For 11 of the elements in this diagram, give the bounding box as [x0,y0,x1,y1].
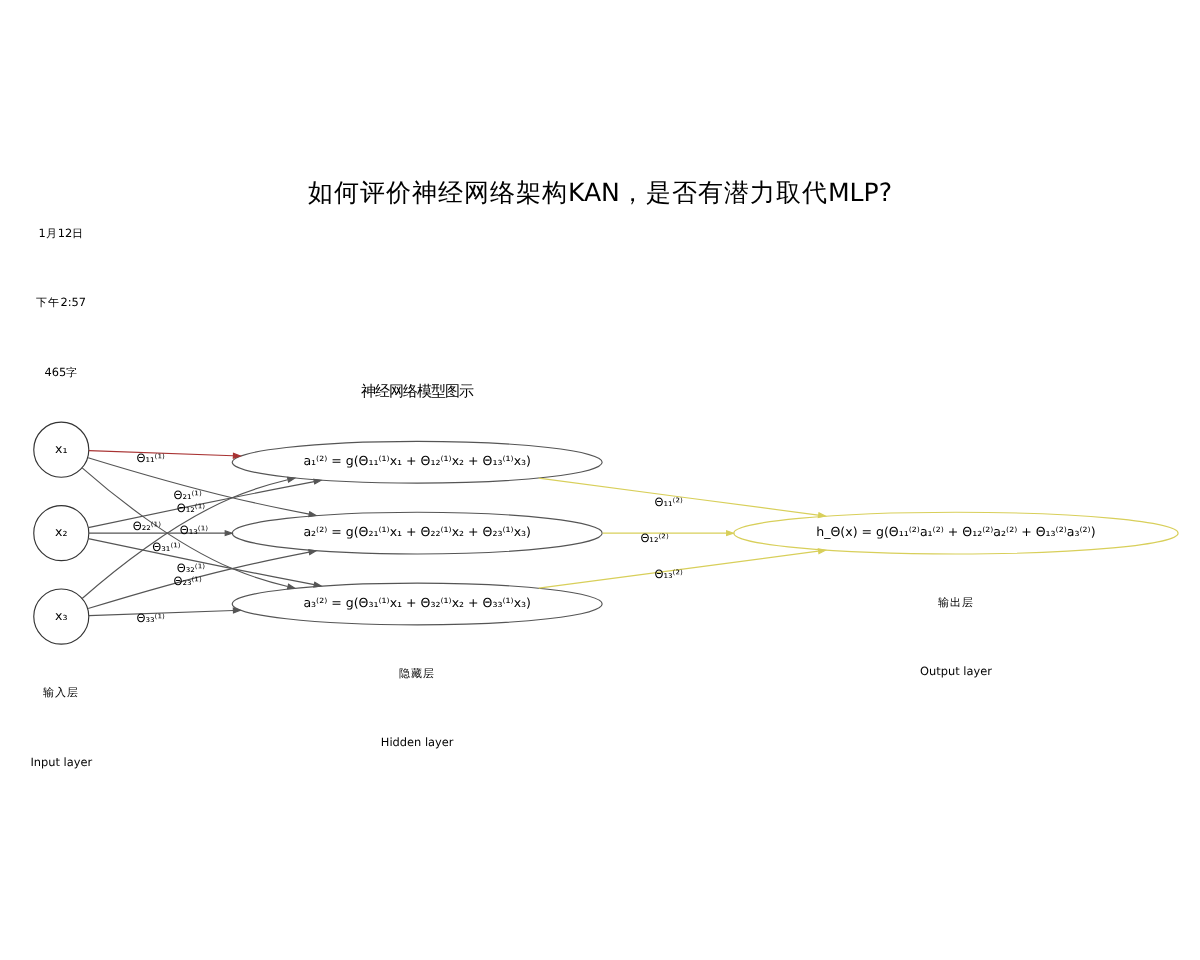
arrow [87,478,323,529]
arrow [88,529,234,537]
arrow [87,538,323,588]
arrow [602,529,736,537]
arrow [88,450,242,459]
arrow [538,548,828,589]
arrow [87,457,318,518]
arrow [538,477,828,519]
arrow [87,549,318,610]
diagram-title: 如何评价神经网络架构KAN，是否有潜力取代MLP? [307,177,893,208]
arrow [88,607,242,617]
